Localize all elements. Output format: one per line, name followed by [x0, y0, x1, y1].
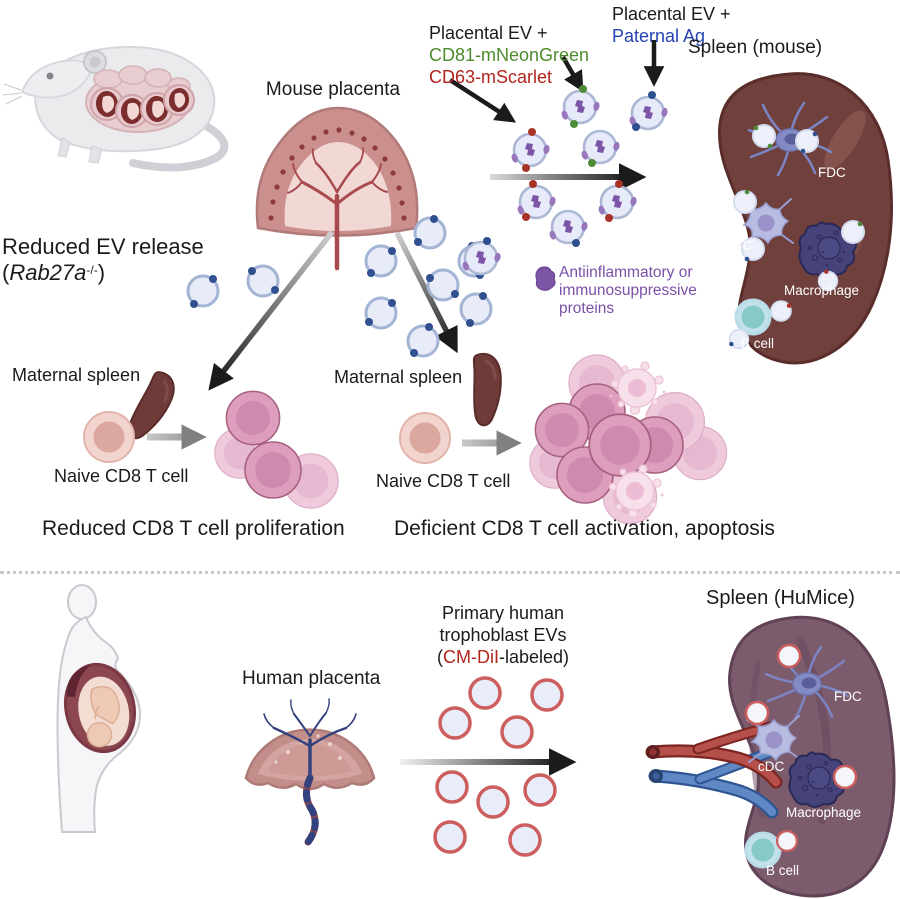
- cm-dil-ev-cluster: [433, 676, 564, 857]
- naive-cd8-left-label: Naive CD8 T cell: [54, 466, 189, 486]
- trophoblast-ev-label: Primary human trophoblast EVs (CM-DiI-la…: [436, 603, 570, 667]
- arrow-fluoro-label-2: [561, 55, 584, 93]
- pregnant-mouse-illustration: [2, 45, 229, 172]
- ev-left-1: [186, 274, 220, 308]
- antiinflammatory-legend: Antiinflammatory or immunosuppressive pr…: [559, 264, 697, 317]
- cd8-proliferation-cluster-left: [214, 390, 339, 509]
- umbilical-cord: [303, 774, 319, 846]
- human-placenta-illustration: [244, 698, 376, 846]
- bcell-mouse: [734, 298, 772, 336]
- placenta-blue-vessels: [263, 698, 357, 780]
- bcell-label-mouse: B cell: [741, 336, 775, 351]
- womb: [64, 662, 136, 754]
- bcell-humice: [744, 831, 782, 869]
- maternal-spleen-right-label: Maternal spleen: [334, 367, 463, 387]
- spleen-humice-title: Spleen (HuMice): [706, 587, 855, 609]
- macrophage-label-humice: Macrophage: [786, 805, 862, 820]
- cd8-activation-cluster: [529, 354, 728, 525]
- human-placenta-label: Human placenta: [242, 668, 381, 689]
- mouse-spleen-illustration: [717, 72, 893, 365]
- arrow-placenta-to-left-spleen: [208, 230, 335, 391]
- macrophage-label-mouse: Macrophage: [784, 283, 860, 298]
- placenta-dot-ring: [268, 127, 407, 221]
- ev-field-right: [364, 215, 493, 358]
- placenta-vessel-tree: [287, 147, 388, 271]
- naive-cd8-tcell-right: [399, 412, 451, 464]
- arrow-fluoro-label: [448, 78, 517, 123]
- mouse-placenta-illustration: [255, 106, 419, 271]
- ev-left-2: [246, 264, 280, 298]
- arrow-placenta-to-right-spleen: [394, 231, 458, 354]
- placental-ev-fluoro-label: Placental EV + CD81-mNeonGreen CD63-mSca…: [429, 23, 590, 87]
- cdc-label-mouse: cDC: [726, 238, 753, 253]
- naive-cd8-tcell-left: [83, 411, 135, 463]
- labeled-ev-stream: [460, 85, 670, 276]
- placental-ev-paternal-label: Placental EV + Paternal Ag: [612, 4, 731, 46]
- naive-cd8-right-label: Naive CD8 T cell: [376, 471, 511, 491]
- fdc-label-mouse: FDC: [818, 165, 846, 180]
- caption-reduced-proliferation: Reduced CD8 T cell proliferation: [42, 517, 345, 540]
- humice-spleen-illustration: [645, 615, 896, 898]
- bcell-label-humice: B cell: [766, 863, 800, 878]
- section-divider: [0, 571, 900, 574]
- antiinflammatory-protein-icon: [535, 266, 556, 291]
- cdc-label-humice: cDC: [758, 759, 785, 774]
- maternal-spleen-left-label: Maternal spleen: [12, 365, 141, 385]
- splenic-vessels: [645, 721, 783, 819]
- mouse-embryos: [90, 84, 195, 128]
- maternal-spleen-right-organ: [459, 348, 514, 429]
- pregnant-woman-illustration: [56, 584, 142, 833]
- spleen-mouse-title: Spleen (mouse): [688, 37, 823, 58]
- fdc-label-humice: FDC: [834, 689, 862, 704]
- reduced-ev-release-label: Reduced EV release (Rab27a-/-): [2, 234, 204, 285]
- mouse-placenta-label: Mouse placenta: [265, 79, 401, 100]
- caption-deficient-activation: Deficient CD8 T cell activation, apoptos…: [394, 517, 775, 540]
